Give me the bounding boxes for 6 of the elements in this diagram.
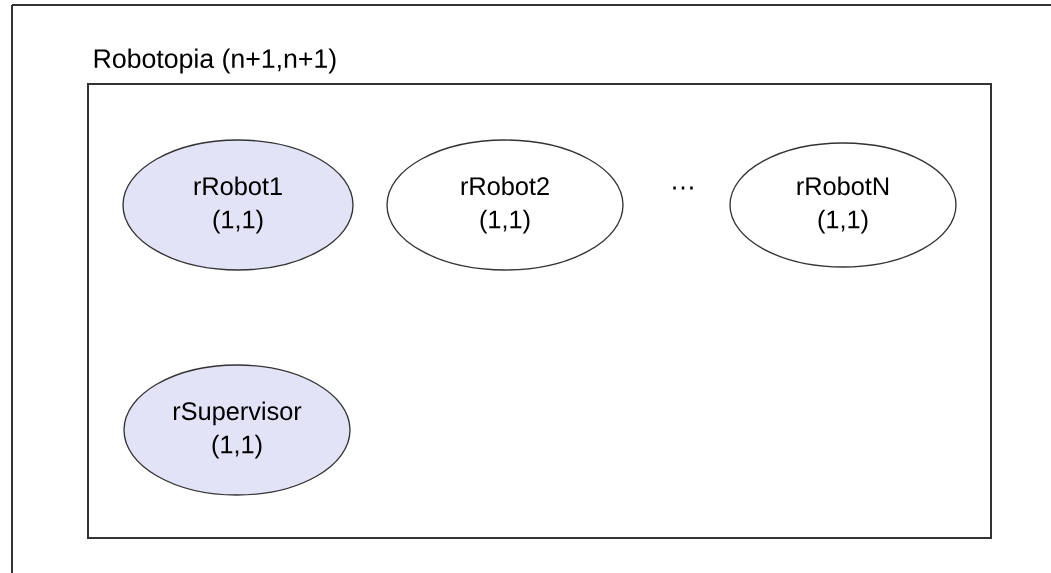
ellipse-node: rRobot1 (1,1) [122,139,354,271]
ellipse-node: rRobot2 (1,1) [386,139,624,271]
node-label: Robotopia (n+1,n+1) [94,48,336,74]
ellipse-node: rRobotN (1,1) [729,142,957,268]
ellipse-node: rSupervisor (1,1) [123,364,351,496]
ellipsis-text: … [673,186,693,190]
